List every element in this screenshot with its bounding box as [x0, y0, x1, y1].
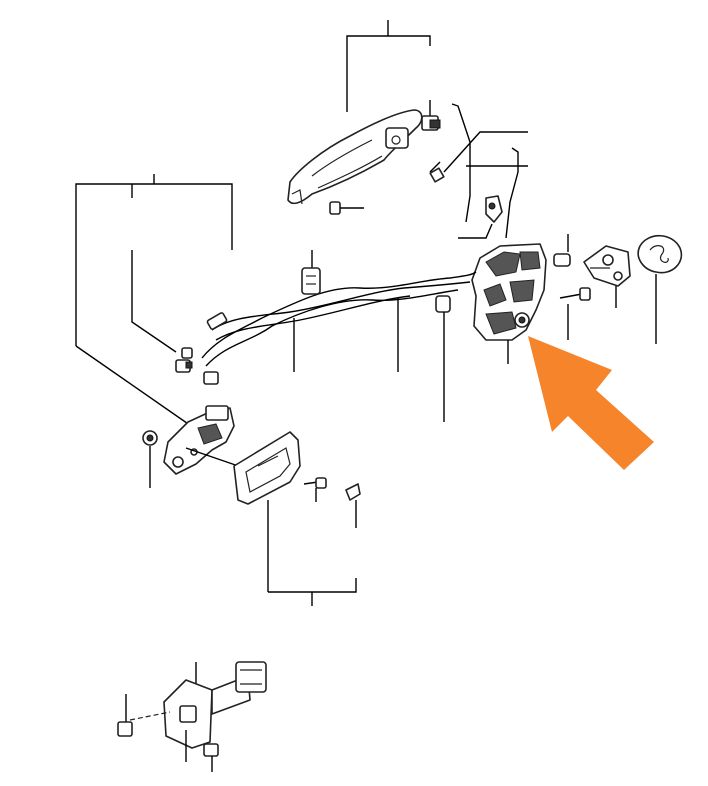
striker-plate	[583, 245, 631, 308]
rod-clip	[485, 195, 503, 223]
door-check-link	[129, 661, 267, 762]
callout-arrow	[528, 336, 654, 470]
door-lock-cable	[201, 271, 477, 372]
bezel-clip	[345, 483, 361, 528]
door-seal-grommet	[637, 234, 683, 344]
cable-clip-upper	[301, 250, 321, 295]
actuator-bolt-lower	[559, 287, 591, 340]
mechanism-nut	[142, 430, 158, 488]
inside-handle-mechanism	[163, 405, 251, 475]
bezel-screw	[303, 477, 327, 502]
actuator-bolt-upper	[553, 234, 571, 267]
handle-clip-top	[421, 100, 441, 131]
check-link-bolt-left	[117, 694, 133, 737]
check-link-bolt-lower	[203, 743, 219, 772]
inside-handle-bracket-leader	[75, 174, 233, 429]
outside-door-handle-group	[287, 20, 445, 215]
inside-door-handle-bezel	[233, 431, 357, 606]
cable-end-fittings	[175, 347, 219, 385]
door-latch-rod	[443, 103, 528, 239]
door-lock-actuator	[471, 243, 547, 364]
handle-bolt	[429, 161, 445, 183]
handle-screw	[329, 201, 364, 215]
cable-clip-right	[435, 295, 451, 422]
outside-door-handle	[287, 109, 423, 205]
